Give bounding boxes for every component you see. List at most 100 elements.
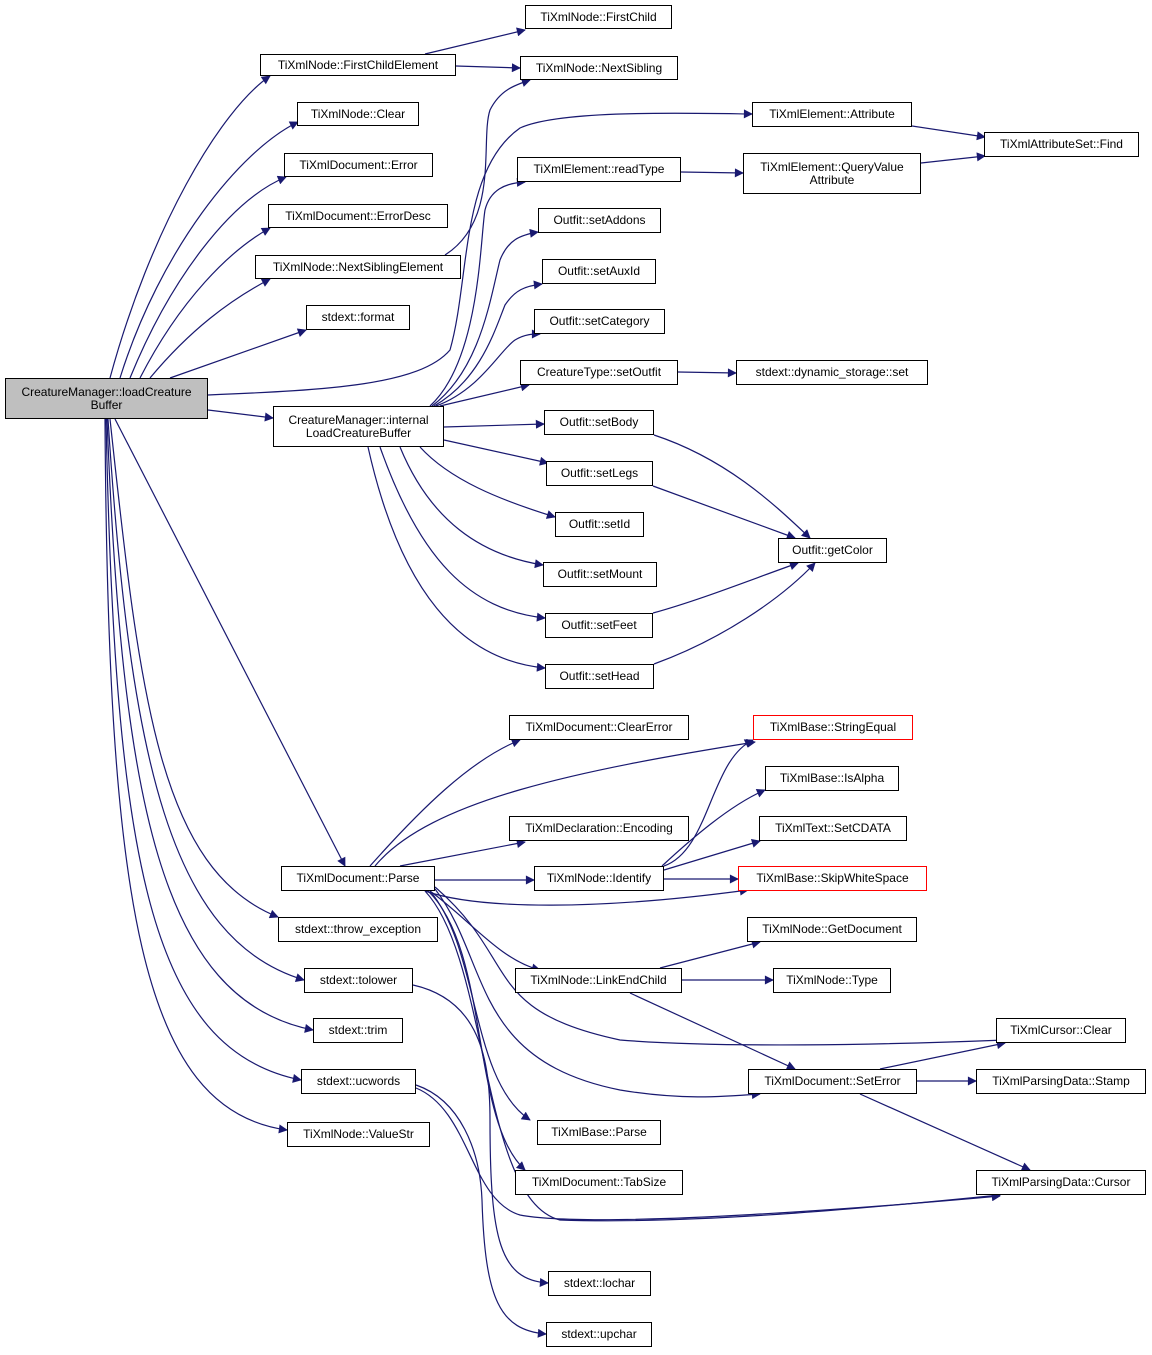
node-root-loadcreaturebuffer: CreatureManager::loadCreature Buffer [5, 378, 208, 419]
node-outfit-getcolor[interactable]: Outfit::getColor [778, 538, 887, 563]
node-stdext-lochar[interactable]: stdext::lochar [548, 1271, 651, 1296]
node-clear[interactable]: TiXmlNode::Clear [297, 102, 419, 126]
node-base-isalpha[interactable]: TiXmlBase::IsAlpha [765, 766, 899, 791]
node-node-identify[interactable]: TiXmlNode::Identify [534, 866, 664, 891]
edge-parse-clearerror [369, 738, 521, 867]
node-outfit-setfeet[interactable]: Outfit::setFeet [545, 613, 653, 638]
edge-root-docparse [114, 418, 346, 867]
edge-root-format [169, 328, 307, 379]
edge-internal-setcategory [435, 329, 541, 407]
node-document-errordesc[interactable]: TiXmlDocument::ErrorDesc [268, 204, 448, 228]
node-element-attribute[interactable]: TiXmlElement::Attribute [752, 102, 912, 127]
node-outfit-sethead[interactable]: Outfit::setHead [545, 664, 654, 689]
node-stdext-throw-exception[interactable]: stdext::throw_exception [278, 917, 438, 942]
node-firstchildelement[interactable]: TiXmlNode::FirstChildElement [260, 54, 456, 76]
edge-root-throwex [109, 418, 279, 919]
node-outfit-setcategory[interactable]: Outfit::setCategory [534, 309, 665, 334]
node-dynamic-storage-set[interactable]: stdext::dynamic_storage::set [736, 360, 928, 385]
edge-parse-stringequal [374, 738, 756, 867]
edge-seterror-cursorclear [879, 1040, 1006, 1070]
node-document-error[interactable]: TiXmlDocument::Error [284, 153, 433, 177]
node-element-queryvalueattribute[interactable]: TiXmlElement::QueryValue Attribute [743, 153, 921, 194]
edge-root-clear [119, 121, 299, 379]
edge-internal-setlegs [443, 439, 549, 466]
edge-parse-baseparse [429, 890, 531, 1121]
node-outfit-setbody[interactable]: Outfit::setBody [544, 410, 654, 435]
edge-parse-encoding [399, 839, 526, 867]
edge-internal-readtype [429, 177, 526, 407]
node-nextsiblingelement[interactable]: TiXmlNode::NextSiblingElement [255, 255, 461, 279]
node-document-tabsize[interactable]: TiXmlDocument::TabSize [515, 1170, 683, 1195]
edge-parse-tabsize [427, 890, 526, 1171]
edge-identify-isalpha [661, 789, 766, 867]
edge-fce-nextsibling [455, 63, 521, 73]
edge-root-internal [207, 409, 274, 422]
edge-readtype-queryvalue [680, 168, 744, 178]
edge-parse-skipwhite [424, 886, 749, 906]
node-outfit-setlegs[interactable]: Outfit::setLegs [546, 461, 653, 486]
edge-internal-setmount [399, 446, 544, 569]
node-parsingdata-cursor[interactable]: TiXmlParsingData::Cursor [976, 1170, 1146, 1195]
node-parsingdata-stamp[interactable]: TiXmlParsingData::Stamp [976, 1069, 1146, 1094]
node-element-readtype[interactable]: TiXmlElement::readType [517, 157, 681, 182]
node-base-stringequal[interactable]: TiXmlBase::StringEqual [753, 715, 913, 740]
edge-internal-setfeet [379, 446, 546, 622]
edge-seterror-pdcursor [859, 1093, 1031, 1171]
node-outfit-setaddons[interactable]: Outfit::setAddons [538, 208, 661, 233]
edge-internal-setaddons [431, 228, 539, 407]
edge-parse-cursorclear [434, 886, 1006, 1046]
node-nextsibling[interactable]: TiXmlNode::NextSibling [520, 56, 678, 80]
edge-sethead-getcolor [653, 562, 816, 665]
edge-setfeet-getcolor [652, 561, 799, 614]
edge-linkend-getdocument [659, 939, 761, 969]
edge-ucwords-upchar [415, 1084, 547, 1338]
edge-linkend-seterror [629, 992, 796, 1070]
node-node-linkendchild[interactable]: TiXmlNode::LinkEndChild [515, 968, 682, 993]
node-stdext-ucwords[interactable]: stdext::ucwords [301, 1069, 416, 1094]
edge-root-errordesc [139, 227, 271, 379]
edge-root-trim [106, 418, 314, 1033]
node-node-type[interactable]: TiXmlNode::Type [773, 968, 891, 993]
node-node-valuestr[interactable]: TiXmlNode::ValueStr [287, 1122, 430, 1147]
node-stdext-trim[interactable]: stdext::trim [313, 1018, 403, 1043]
node-stdext-format[interactable]: stdext::format [306, 305, 410, 330]
edge-root-attribute [207, 109, 753, 396]
edge-setbody-getcolor [653, 434, 811, 539]
node-firstchild[interactable]: TiXmlNode::FirstChild [525, 5, 672, 29]
node-base-parse[interactable]: TiXmlBase::Parse [537, 1120, 661, 1145]
edge-ucwords-pdcursor [415, 1087, 1001, 1221]
edge-internal-setoutfit [439, 382, 530, 407]
edge-queryvalue-find [920, 152, 986, 164]
node-document-seterror[interactable]: TiXmlDocument::SetError [748, 1069, 917, 1094]
node-internalloadcreaturebuffer[interactable]: CreatureManager::internal LoadCreatureBu… [273, 406, 444, 447]
node-declaration-encoding[interactable]: TiXmlDeclaration::Encoding [509, 816, 689, 841]
edge-internal-setbody [443, 419, 545, 429]
edge-identify-setcdata [663, 839, 761, 871]
node-node-getdocument[interactable]: TiXmlNode::GetDocument [747, 917, 917, 942]
edge-identify-stringequal [663, 739, 754, 867]
edge-setlegs-getcolor [652, 485, 796, 540]
call-edges [104, 27, 1031, 1338]
node-document-clearerror[interactable]: TiXmlDocument::ClearError [509, 715, 689, 740]
node-text-setcdata[interactable]: TiXmlText::SetCDATA [759, 816, 907, 841]
node-cursor-clear[interactable]: TiXmlCursor::Clear [996, 1018, 1126, 1043]
edge-internal-setauxid [433, 280, 543, 407]
node-attributeset-find[interactable]: TiXmlAttributeSet::Find [984, 132, 1139, 157]
edge-nse-nextsibling [444, 78, 531, 256]
node-outfit-setmount[interactable]: Outfit::setMount [543, 562, 657, 587]
edge-root-tolower [107, 418, 305, 982]
edge-root-firstchildelement [109, 75, 271, 379]
node-outfit-setid[interactable]: Outfit::setId [555, 512, 644, 537]
edge-fce-firstchild [424, 27, 526, 55]
edge-parse-seterror [434, 888, 761, 1100]
edge-attribute-find [911, 125, 986, 141]
node-document-parse[interactable]: TiXmlDocument::Parse [281, 866, 435, 891]
node-creaturetype-setoutfit[interactable]: CreatureType::setOutfit [520, 360, 678, 385]
edge-root-nextsiblingelement [149, 278, 271, 379]
node-stdext-tolower[interactable]: stdext::tolower [304, 968, 413, 993]
node-base-skipwhitespace[interactable]: TiXmlBase::SkipWhiteSpace [738, 866, 927, 891]
node-outfit-setauxid[interactable]: Outfit::setAuxId [542, 259, 656, 284]
node-stdext-upchar[interactable]: stdext::upchar [546, 1322, 652, 1347]
edge-root-valuestr [104, 418, 288, 1134]
